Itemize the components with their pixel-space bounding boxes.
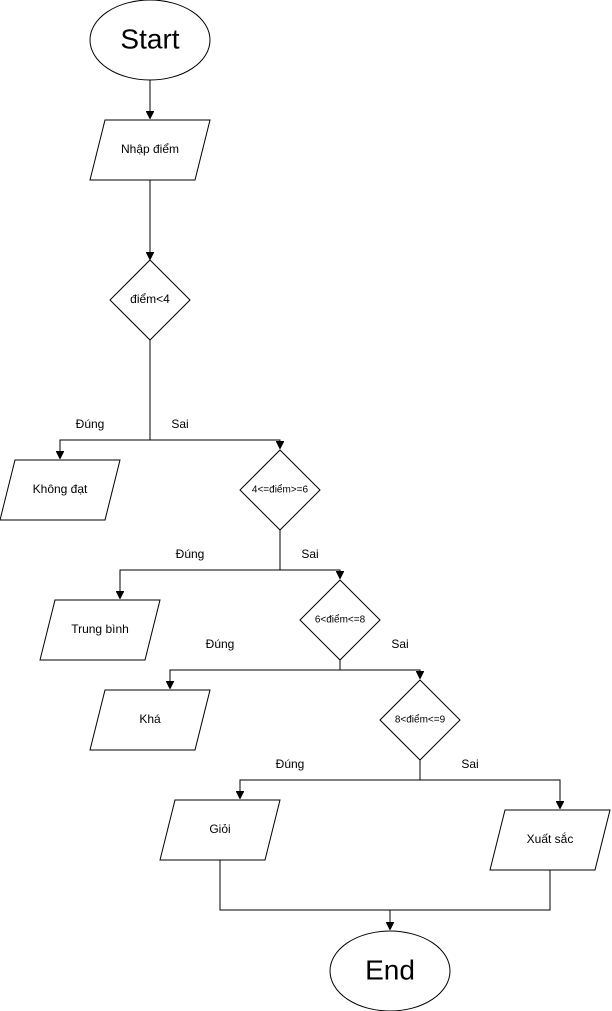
edge-merge-to-end	[219, 860, 551, 911]
input-node: Nhập điểm	[89, 119, 211, 181]
start-terminal: Start	[89, 0, 211, 81]
edge-d4-no	[420, 779, 560, 808]
branch-label-d4-no: Sai	[461, 757, 478, 771]
output-kha-label: Khá	[139, 712, 161, 726]
output-kha: Khá	[89, 689, 211, 751]
output-xuat-sac: Xuất sắc	[489, 809, 611, 871]
branch-label-d2-yes: Đúng	[176, 547, 205, 561]
branch-label-d2-no: Sai	[301, 547, 318, 561]
decision-4-label: 8<điểm<=9	[395, 714, 446, 726]
output-trung-binh-label: Trung bình	[71, 622, 129, 636]
output-trung-binh: Trung bình	[39, 599, 161, 661]
branch-label-d1-yes: Đúng	[76, 417, 105, 431]
flow-edges	[60, 80, 560, 929]
decision-1: điểm<4	[109, 259, 191, 341]
edge-d2-yes	[120, 569, 280, 598]
decision-3-label: 6<điểm<=8	[315, 614, 366, 626]
branch-label-d3-no: Sai	[391, 637, 408, 651]
output-khong-dat: Không đạt	[0, 459, 121, 521]
decision-1-label: điểm<4	[130, 292, 170, 306]
output-khong-dat-label: Không đạt	[33, 482, 88, 496]
edge-d3-yes	[170, 669, 340, 688]
end-terminal: End	[329, 930, 451, 1011]
branch-label-d1-no: Sai	[171, 417, 188, 431]
edge-d4-yes	[240, 779, 420, 798]
decision-4: 8<điểm<=9	[379, 679, 461, 761]
input-label: Nhập điểm	[121, 142, 179, 156]
edge-d3-no	[340, 669, 420, 678]
end-label: End	[365, 954, 415, 985]
output-gioi: Giỏi	[159, 799, 281, 861]
decision-3: 6<điểm<=8	[299, 579, 381, 661]
edge-d1-yes	[60, 439, 150, 458]
output-xuat-sac-label: Xuất sắc	[527, 831, 574, 846]
output-gioi-label: Giỏi	[209, 822, 230, 836]
branch-label-d4-yes: Đúng	[276, 757, 305, 771]
branch-label-d3-yes: Đúng	[206, 637, 235, 651]
edge-d1-no	[150, 439, 280, 448]
start-label: Start	[120, 23, 179, 54]
decision-2-label: 4<=điểm>=6	[252, 484, 309, 496]
branch-labels: Đúng Sai Đúng Sai Đúng Sai Đúng Sai	[76, 417, 479, 771]
decision-2: 4<=điểm>=6	[239, 449, 321, 531]
edge-d2-no	[280, 569, 340, 578]
